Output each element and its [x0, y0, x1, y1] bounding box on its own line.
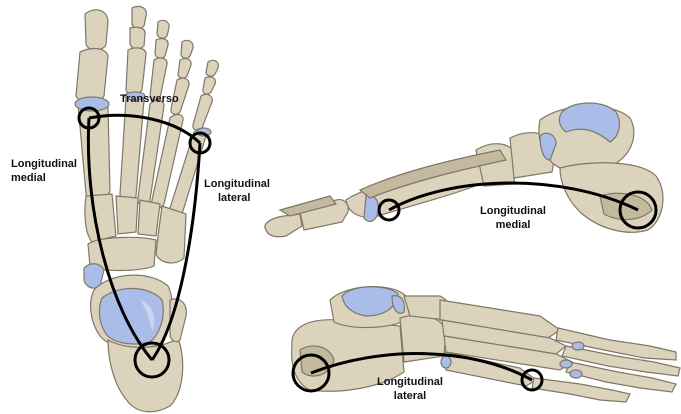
label-longitudinal-medial-top-line2: medial	[11, 171, 77, 185]
label-longitudinal-medial-side: Longitudinal medial	[470, 204, 556, 232]
toe2-proximal	[126, 48, 146, 95]
cuboid	[156, 206, 186, 263]
lateral-mtp-cartilage-2	[560, 360, 572, 368]
foot-medial-view	[265, 103, 663, 237]
label-longitudinal-lateral-side-line2: lateral	[367, 389, 453, 403]
lateral-mtp-cartilage-3	[570, 370, 582, 378]
label-longitudinal-lateral-top: Longitudinal lateral	[204, 177, 270, 205]
toe3-distal	[157, 20, 169, 38]
toe2-distal	[132, 6, 146, 28]
label-longitudinal-lateral-top-line2: lateral	[204, 191, 270, 205]
label-longitudinal-lateral-top-line1: Longitudinal	[204, 177, 270, 191]
label-transverso: Transverso	[120, 92, 179, 106]
label-longitudinal-medial-top-line1: Longitudinal	[11, 157, 77, 171]
cuneiform-lateral	[138, 200, 160, 236]
cuneiform-middle	[116, 196, 138, 234]
label-longitudinal-lateral-side-line1: Longitudinal	[367, 375, 453, 389]
label-longitudinal-lateral-side: Longitudinal lateral	[367, 375, 453, 403]
toe3-middle	[155, 39, 168, 59]
foot-lateral-view	[292, 287, 680, 402]
label-longitudinal-medial-side-line2: medial	[470, 218, 556, 232]
label-longitudinal-medial-side-line1: Longitudinal	[470, 204, 556, 218]
toe5-distal	[206, 60, 218, 76]
lateral-mtp-cartilage-1	[572, 342, 584, 350]
label-transverso-text: Transverso	[120, 93, 179, 105]
lateral-metatarsal-5-base-cartilage	[441, 356, 451, 368]
label-longitudinal-medial-top: Longitudinal medial	[11, 157, 77, 185]
medial-mtp-cartilage	[364, 196, 378, 222]
toe5-middle	[203, 77, 216, 94]
toe4-middle	[178, 59, 191, 79]
toe4-distal	[181, 40, 193, 58]
toe5-proximal	[193, 94, 212, 130]
hallux-proximal-phalanx	[76, 49, 108, 102]
cuneiform-medial	[85, 194, 116, 242]
medial-hallux-distal	[265, 214, 302, 237]
hallux-distal-phalanx	[85, 10, 108, 50]
toe2-middle	[130, 27, 145, 49]
